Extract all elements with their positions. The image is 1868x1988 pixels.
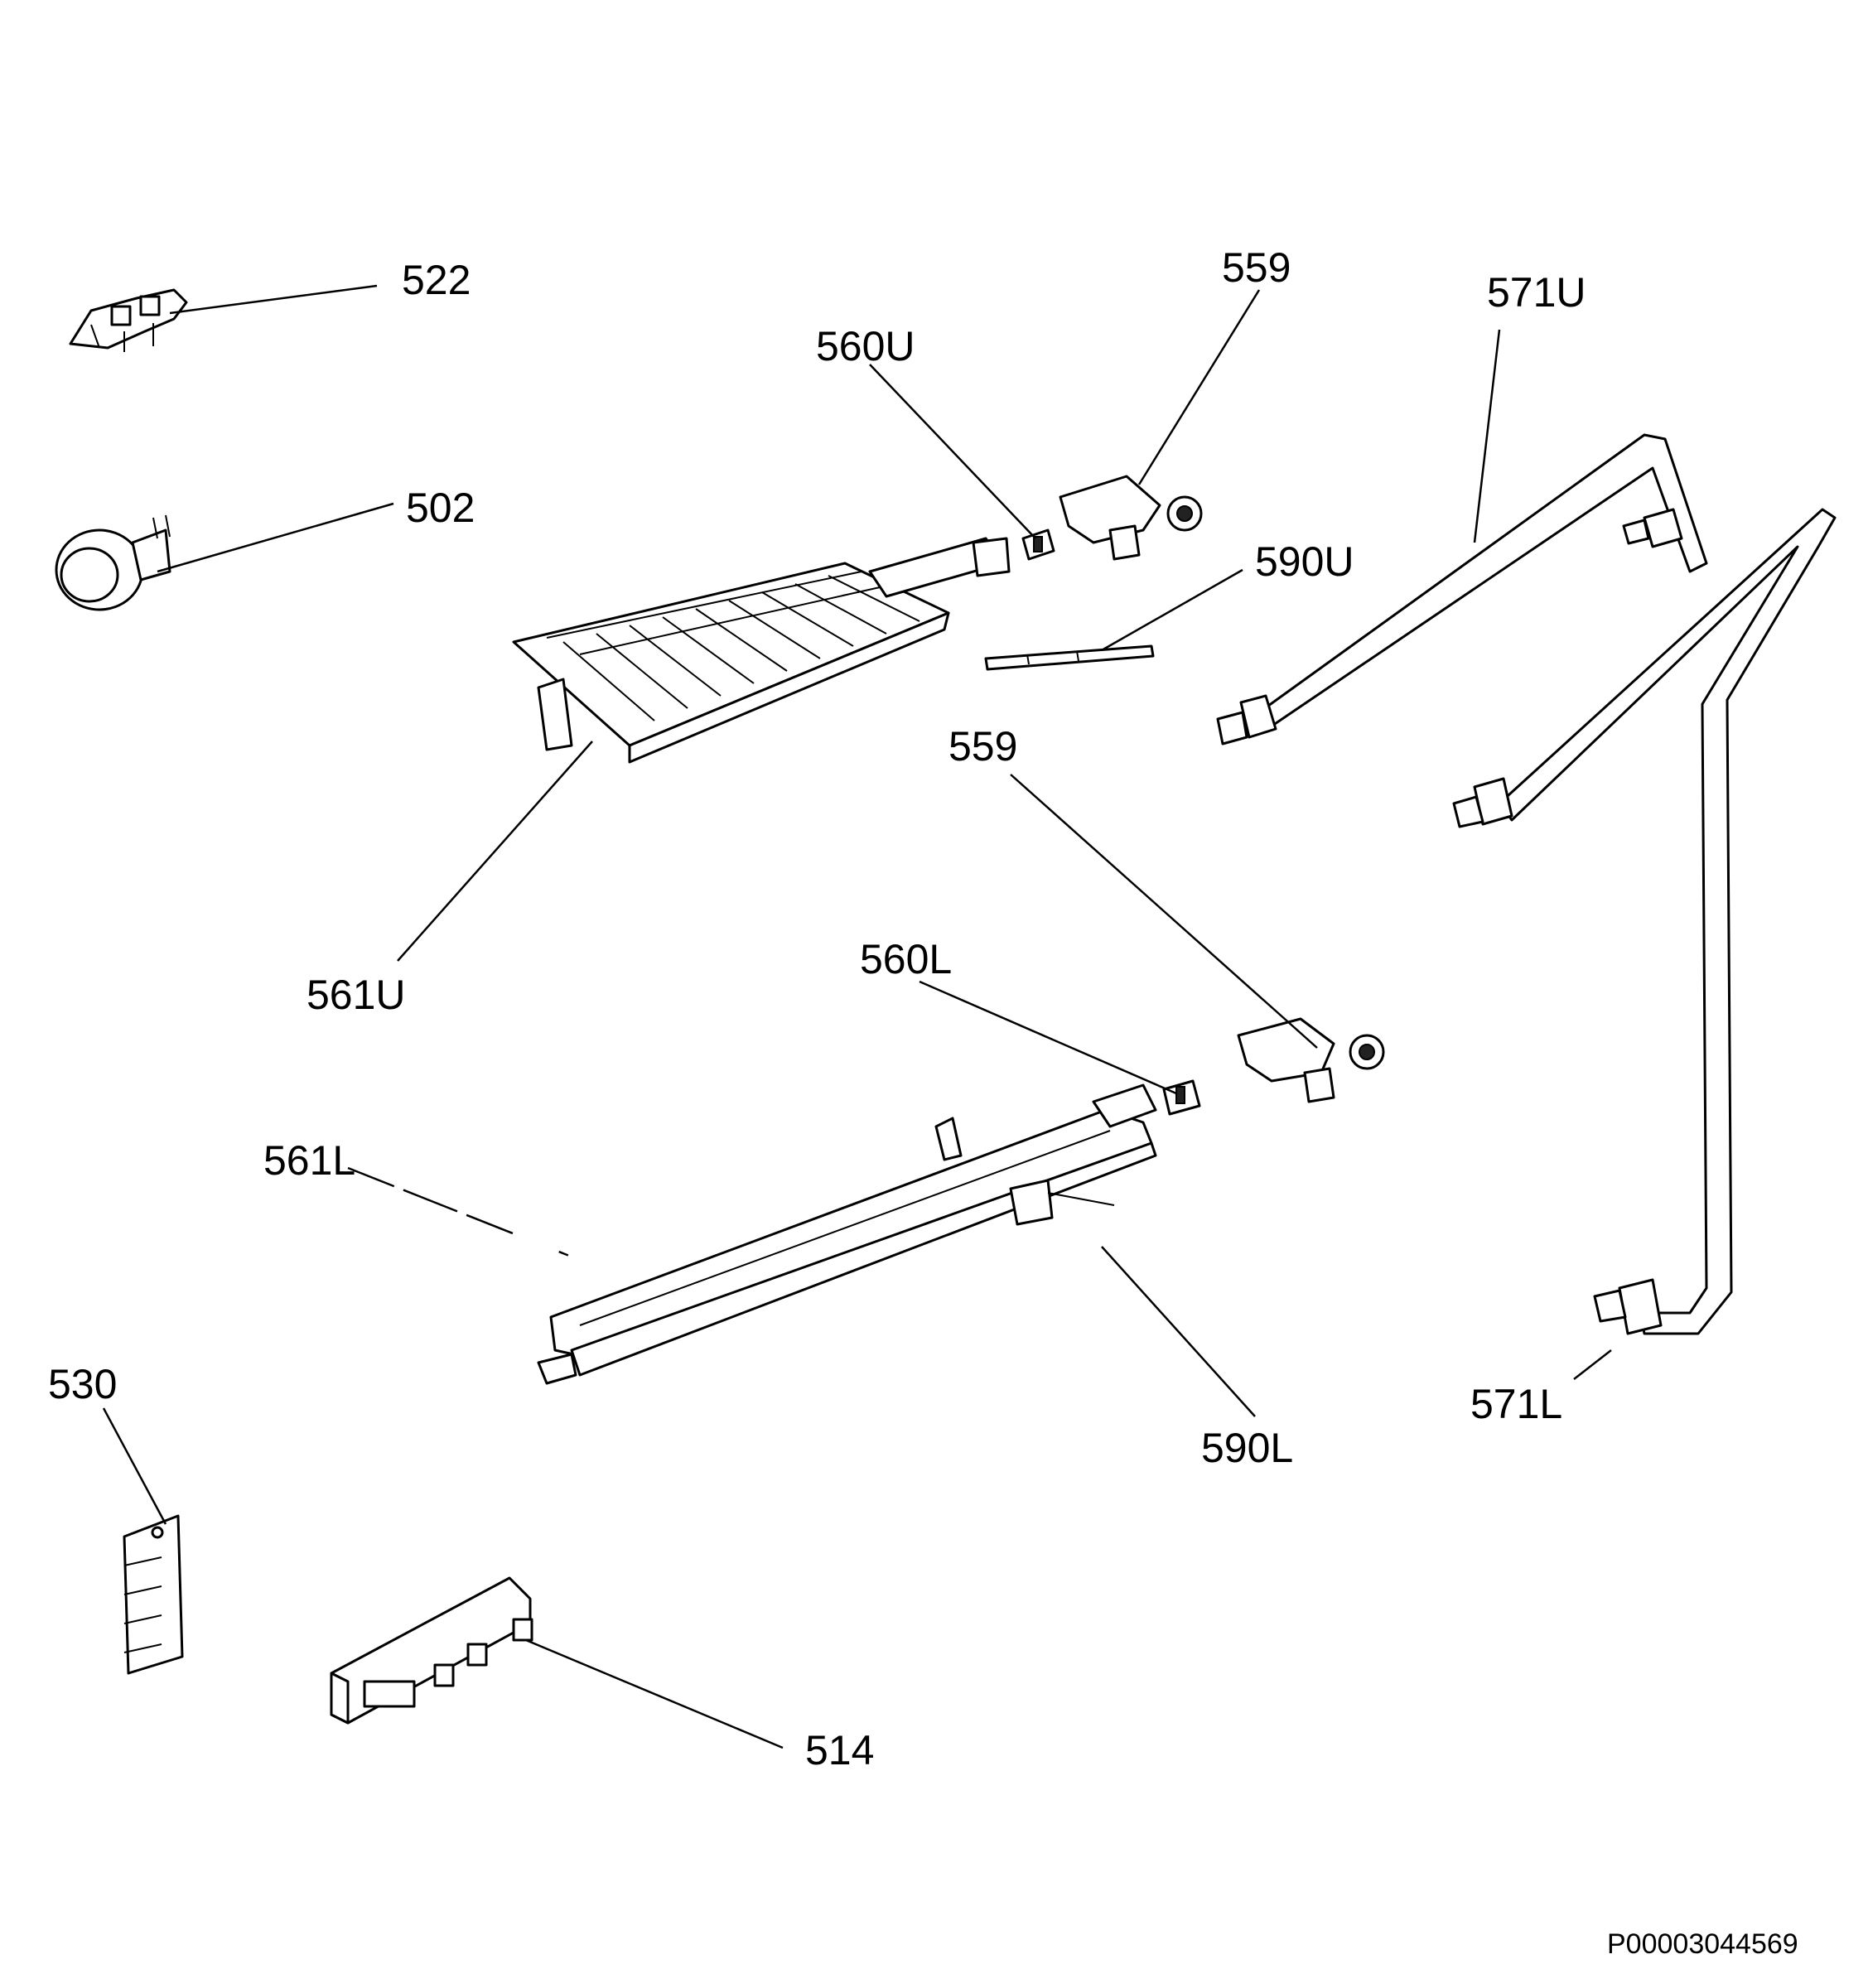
drawing-reference-code: P00003044569 (1607, 1928, 1798, 1960)
callout-571u: 571U (1487, 269, 1586, 316)
callout-559-mid: 559 (948, 723, 1017, 770)
callout-530: 530 (48, 1361, 117, 1407)
leader-lines (102, 284, 1612, 1749)
callout-590l: 590L (1201, 1425, 1293, 1471)
callout-labels: 522 502 559 560U 571U 590U 559 561U 560L… (48, 244, 1586, 1773)
callout-514: 514 (805, 1727, 874, 1773)
part-559-mid-valve (1237, 1017, 1385, 1103)
part-571u-gas-pipe (1216, 433, 1708, 746)
callout-502: 502 (406, 485, 475, 531)
part-530-terminal-block (123, 1514, 184, 1675)
part-560l-injector (1162, 1079, 1201, 1116)
callout-559-top: 559 (1222, 244, 1291, 291)
part-522-bracket (69, 288, 188, 352)
part-502-knob (55, 514, 171, 611)
part-590u-thermocouple (984, 644, 1155, 671)
part-561l-lower-burner (537, 1083, 1157, 1385)
part-561u-upper-burner (512, 537, 1011, 764)
callout-522: 522 (402, 257, 471, 303)
burner-ribs (562, 575, 920, 721)
callout-571l: 571L (1470, 1381, 1562, 1427)
part-560u-injector (1021, 528, 1055, 561)
callout-561u: 561U (307, 972, 406, 1018)
part-571l-gas-pipe (1452, 508, 1837, 1335)
callout-560l: 560L (860, 936, 952, 982)
part-514-spark-generator (330, 1576, 533, 1725)
callout-560u: 560U (816, 323, 915, 369)
callout-590u: 590U (1255, 538, 1354, 585)
part-559-top-valve (1059, 475, 1203, 561)
callout-561l: 561L (263, 1137, 355, 1184)
